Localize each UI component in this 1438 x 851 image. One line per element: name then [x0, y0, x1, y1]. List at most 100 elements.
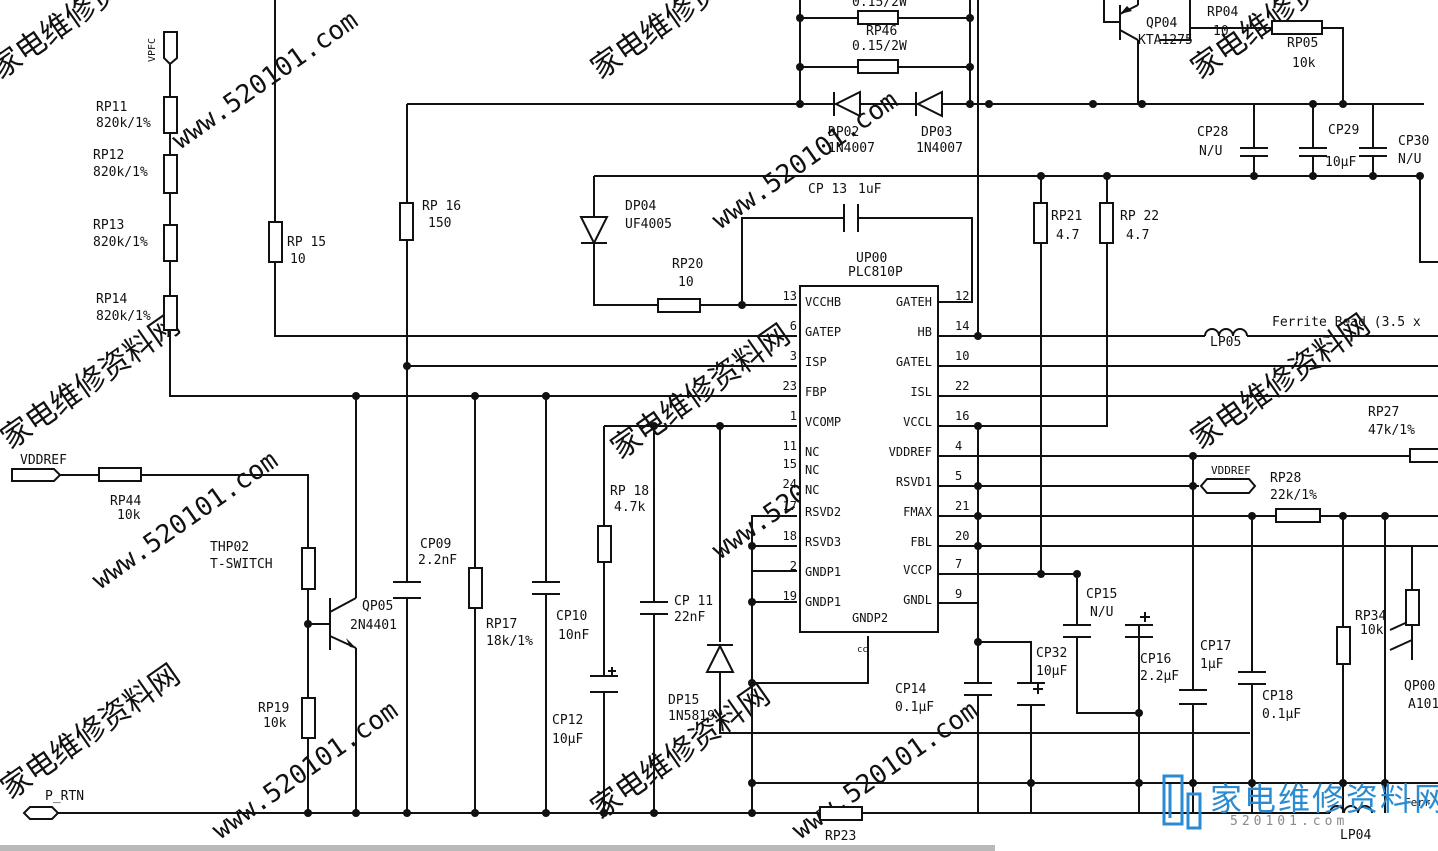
rp12-body	[163, 154, 178, 194]
cp09-val: 2.2nF	[418, 553, 457, 568]
ic-pin-name-gateh: GATEH	[896, 295, 932, 309]
ic-pin-name-vddref: VDDREF	[889, 445, 932, 459]
ic-pin-number: 3	[790, 349, 797, 363]
rp27-val: 47k/1%	[1368, 423, 1415, 438]
ic-pin-name-rsvd1: RSVD1	[896, 475, 932, 489]
rp23-ref: RP23	[825, 829, 856, 844]
rp21-val: 4.7	[1056, 228, 1079, 243]
cp09-plates	[393, 581, 421, 599]
ic-pin-number: 6	[790, 319, 797, 333]
cp10-ref: CP10	[556, 609, 587, 624]
rp21-body	[1033, 202, 1048, 244]
ic-pin-gndp2: GNDP2	[852, 611, 888, 625]
vpfc-flag	[163, 31, 178, 66]
rp46a-val: 0.15/2W	[852, 0, 907, 10]
cp09-ref: CP09	[420, 537, 451, 552]
ic-pin-name-nc: NC	[805, 463, 819, 477]
cp14-ref: CP14	[895, 682, 926, 697]
ic-pin-number: 1	[790, 409, 797, 423]
ic-pin-name-rsvd3: RSVD3	[805, 535, 841, 549]
cp30-plates	[1359, 147, 1387, 157]
rp-right-body	[1405, 589, 1420, 626]
rp44-val: 10k	[117, 508, 141, 523]
bottom-scrollbar[interactable]	[0, 845, 995, 851]
cp32-val: 10μF	[1036, 664, 1067, 679]
rp46-ref: RP46	[866, 24, 897, 39]
ic-pin-name-hb: HB	[918, 325, 932, 339]
cp28-ref: CP28	[1197, 125, 1228, 140]
ic-pin-number: 14	[955, 319, 969, 333]
watermark-text: 家电维修资料网	[585, 0, 777, 87]
cp18-plates	[1238, 671, 1266, 685]
ic-pin-name-nc: NC	[805, 483, 819, 497]
cp12-plates	[590, 667, 618, 693]
ic-pin-name-rsvd2: RSVD2	[805, 505, 841, 519]
rp05-body	[1271, 20, 1323, 35]
rp20-ref: RP20	[672, 257, 703, 272]
diodes	[579, 90, 943, 673]
ic-pin-number: 5	[955, 469, 962, 483]
cp28-plates	[1240, 147, 1268, 157]
rp16-val: 150	[428, 216, 451, 231]
cp28-val: N/U	[1199, 144, 1222, 159]
net-flags	[11, 31, 1257, 820]
junction-dots	[304, 14, 1424, 817]
ic-pin-name-nc: NC	[805, 445, 819, 459]
cp16-plates	[1125, 612, 1153, 638]
rp12-val: 820k/1%	[93, 165, 148, 180]
cp11-val: 22nF	[674, 610, 705, 625]
dp04-diode	[579, 216, 609, 246]
lp04-coil	[1329, 805, 1373, 814]
ic-pin-name-fmax: FMAX	[903, 505, 933, 519]
cp13-ref: CP 13	[808, 182, 847, 197]
ic-pin-number: 22	[955, 379, 969, 393]
dp04-ref: DP04	[625, 199, 656, 214]
cp10-val: 10nF	[558, 628, 589, 643]
cp14-val: 0.1μF	[895, 700, 934, 715]
rp44-body	[98, 467, 142, 482]
thp02-ref: THP02	[210, 540, 249, 555]
cp17-ref: CP17	[1200, 639, 1231, 654]
dp03-ref: DP03	[921, 125, 952, 140]
rp22-val: 4.7	[1126, 228, 1149, 243]
rp28-ref: RP28	[1270, 471, 1301, 486]
cp13-plates	[843, 204, 859, 232]
ic-pin-number: 24	[783, 477, 797, 491]
rp34-body	[1336, 626, 1351, 665]
thp02-val: T-SWITCH	[210, 557, 273, 572]
cp15-ref: CP15	[1086, 587, 1117, 602]
rp17-ref: RP17	[486, 617, 517, 632]
cp29-val: 10μF	[1325, 155, 1356, 170]
cp14-plates	[964, 682, 992, 696]
inductors	[1204, 328, 1373, 814]
rp04-ref: RP04	[1207, 5, 1238, 20]
dp02-val: 1N4007	[828, 141, 875, 156]
cp29-ref: CP29	[1328, 123, 1359, 138]
vddref-right-flag	[1199, 478, 1257, 494]
labels: VPFC VDDREF P_RTN VDDREF RP11 820k/1% RP…	[20, 0, 1438, 844]
cp17-plates	[1179, 689, 1207, 705]
logo-text: 家电维修资料网	[1210, 780, 1438, 818]
logo-icon	[1162, 774, 1202, 830]
ic-pin-number: 10	[955, 349, 969, 363]
ic-pin-number: 7	[955, 557, 962, 571]
rp17-body	[468, 567, 483, 609]
p-rtn-label: P_RTN	[45, 789, 84, 804]
ic-part: PLC810P	[848, 265, 903, 280]
cp15-val: N/U	[1090, 605, 1113, 620]
thp02-body	[301, 547, 316, 590]
rp27-body	[1409, 448, 1438, 463]
rp20-body	[657, 298, 701, 313]
dp03-diode	[915, 90, 943, 118]
rp18-body	[597, 525, 612, 563]
rp19-ref: RP19	[258, 701, 289, 716]
cp18-val: 0.1μF	[1262, 707, 1301, 722]
ic-pin-number: 2	[790, 559, 797, 573]
ic-pin-name-vcomp: VCOMP	[805, 415, 841, 429]
qp00-val: A101	[1408, 697, 1438, 712]
p-rtn-flag	[22, 806, 60, 820]
watermark-text: 家电维修资料网	[0, 657, 187, 806]
dp04-val: UF4005	[625, 217, 672, 232]
rp16-ref: RP 16	[422, 199, 461, 214]
